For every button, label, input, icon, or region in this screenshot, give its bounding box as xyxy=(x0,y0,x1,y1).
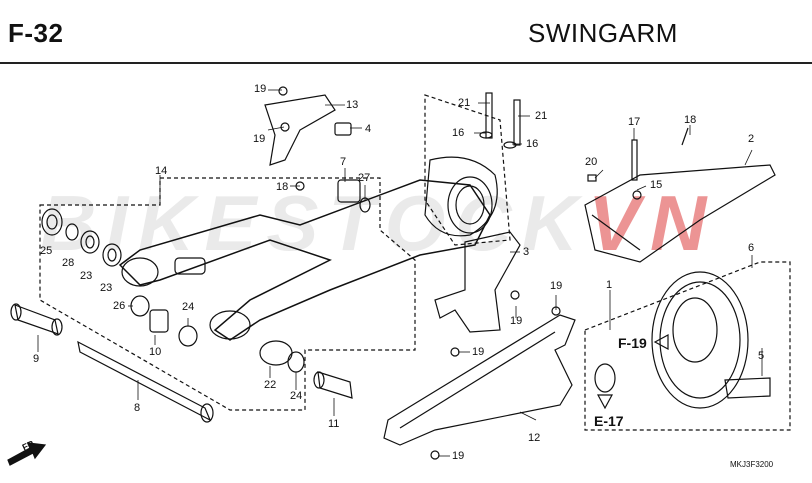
callout-7: 7 xyxy=(340,156,347,168)
clip-15 xyxy=(632,190,642,200)
ref-e17: E-17 xyxy=(594,413,624,429)
bearing-23a xyxy=(80,230,100,254)
bolt-18b xyxy=(681,127,689,146)
pivot-group-outline xyxy=(424,94,511,246)
seal-24a xyxy=(178,325,198,347)
callout-6: 6 xyxy=(748,242,755,254)
callout-1: 1 xyxy=(606,279,613,291)
figure-title: SWINGARM xyxy=(528,18,678,48)
bolt-21b xyxy=(513,99,521,146)
seal-24b xyxy=(287,351,305,373)
callout-26: 26 xyxy=(113,300,126,312)
callout-16: 16 xyxy=(526,138,539,150)
collar-9 xyxy=(14,304,59,335)
swingarm-body xyxy=(118,179,491,341)
callout-13: 13 xyxy=(346,99,359,111)
bracket-13 xyxy=(264,94,336,166)
callout-3: 3 xyxy=(523,246,530,258)
callout-23: 23 xyxy=(80,270,93,282)
front-sprocket xyxy=(594,363,616,393)
callout-16: 16 xyxy=(452,127,465,139)
callout-21: 21 xyxy=(535,110,548,122)
callout-18: 18 xyxy=(276,181,289,193)
callout-25: 25 xyxy=(40,245,53,257)
watermark-red: VN xyxy=(587,179,717,267)
callout-20: 20 xyxy=(585,156,598,168)
callout-5: 5 xyxy=(758,350,765,362)
fr-arrow xyxy=(7,442,47,466)
callout-18: 18 xyxy=(684,114,697,126)
washer-16a xyxy=(479,131,493,139)
cover-3 xyxy=(434,231,521,333)
page-header: F-32 SWINGARM xyxy=(0,0,812,64)
callout-21: 21 xyxy=(458,97,471,109)
callout-23: 23 xyxy=(100,282,113,294)
callout-2: 2 xyxy=(748,133,755,145)
collar-11 xyxy=(317,371,353,399)
chain-slider-12 xyxy=(383,314,576,446)
f19-arrow xyxy=(653,333,669,351)
callout-12: 12 xyxy=(528,432,541,444)
pivot-bore xyxy=(447,176,493,234)
callout-19: 19 xyxy=(550,280,563,292)
callout-22: 22 xyxy=(264,379,277,391)
pivot-bore-inner xyxy=(455,185,485,225)
chain-case-2 xyxy=(584,164,776,263)
sensor-4 xyxy=(334,122,352,136)
swingarm-slot xyxy=(174,257,206,275)
ref-f19: F-19 xyxy=(618,335,647,351)
bearing-23b-inner xyxy=(107,248,117,262)
bolt-19d xyxy=(450,347,460,357)
bearing-22 xyxy=(259,340,293,366)
bolt-19b xyxy=(280,122,290,132)
axle-boss-left xyxy=(121,257,159,287)
swingarm-group-outline xyxy=(39,177,416,411)
e17-arrow xyxy=(596,394,614,410)
seal-25 xyxy=(41,208,63,236)
callout-9: 9 xyxy=(33,353,40,365)
callout-19: 19 xyxy=(254,83,267,95)
figure-code: F-32 xyxy=(8,18,64,48)
callout-15: 15 xyxy=(650,179,663,191)
diagram-code: MKJ3F3200 xyxy=(730,460,774,469)
bolt-17 xyxy=(631,139,638,181)
callout-14: 14 xyxy=(155,165,168,177)
header-rule xyxy=(0,62,812,64)
drive-chain-6 xyxy=(651,271,749,409)
callout-17: 17 xyxy=(628,116,641,128)
callout-8: 8 xyxy=(134,402,141,414)
callout-4: 4 xyxy=(365,123,372,135)
bearing-23a-inner xyxy=(85,235,95,249)
callout-19: 19 xyxy=(510,315,523,327)
pivot-shaft-8 xyxy=(77,340,212,422)
bolt-19a xyxy=(278,86,288,96)
callout-27: 27 xyxy=(358,172,371,184)
bushing-10 xyxy=(149,309,169,333)
bolt-19c xyxy=(510,290,520,300)
sprocket xyxy=(672,297,718,363)
ring-28 xyxy=(65,223,79,241)
exploded-parts-diagram xyxy=(7,86,791,466)
clip-7 xyxy=(337,179,361,203)
callout-28: 28 xyxy=(62,257,75,269)
master-link-5 xyxy=(724,377,771,399)
bolt-19f xyxy=(430,450,440,460)
seal-26 xyxy=(130,295,150,317)
callout-11: 11 xyxy=(328,418,340,430)
bolt-20 xyxy=(587,174,597,182)
chain-group-outline xyxy=(584,261,791,431)
callout-24: 24 xyxy=(290,390,303,402)
axle-boss-right xyxy=(209,310,251,340)
callout-19: 19 xyxy=(452,450,465,462)
callout-19: 19 xyxy=(472,346,485,358)
washer-16b xyxy=(503,141,517,149)
swingarm-pivot-housing xyxy=(424,156,498,237)
callout-24: 24 xyxy=(182,301,195,313)
bearing-23b xyxy=(102,243,122,267)
callout-19: 19 xyxy=(253,133,266,145)
seal-25-inner xyxy=(46,214,58,230)
callout-10: 10 xyxy=(149,346,162,358)
